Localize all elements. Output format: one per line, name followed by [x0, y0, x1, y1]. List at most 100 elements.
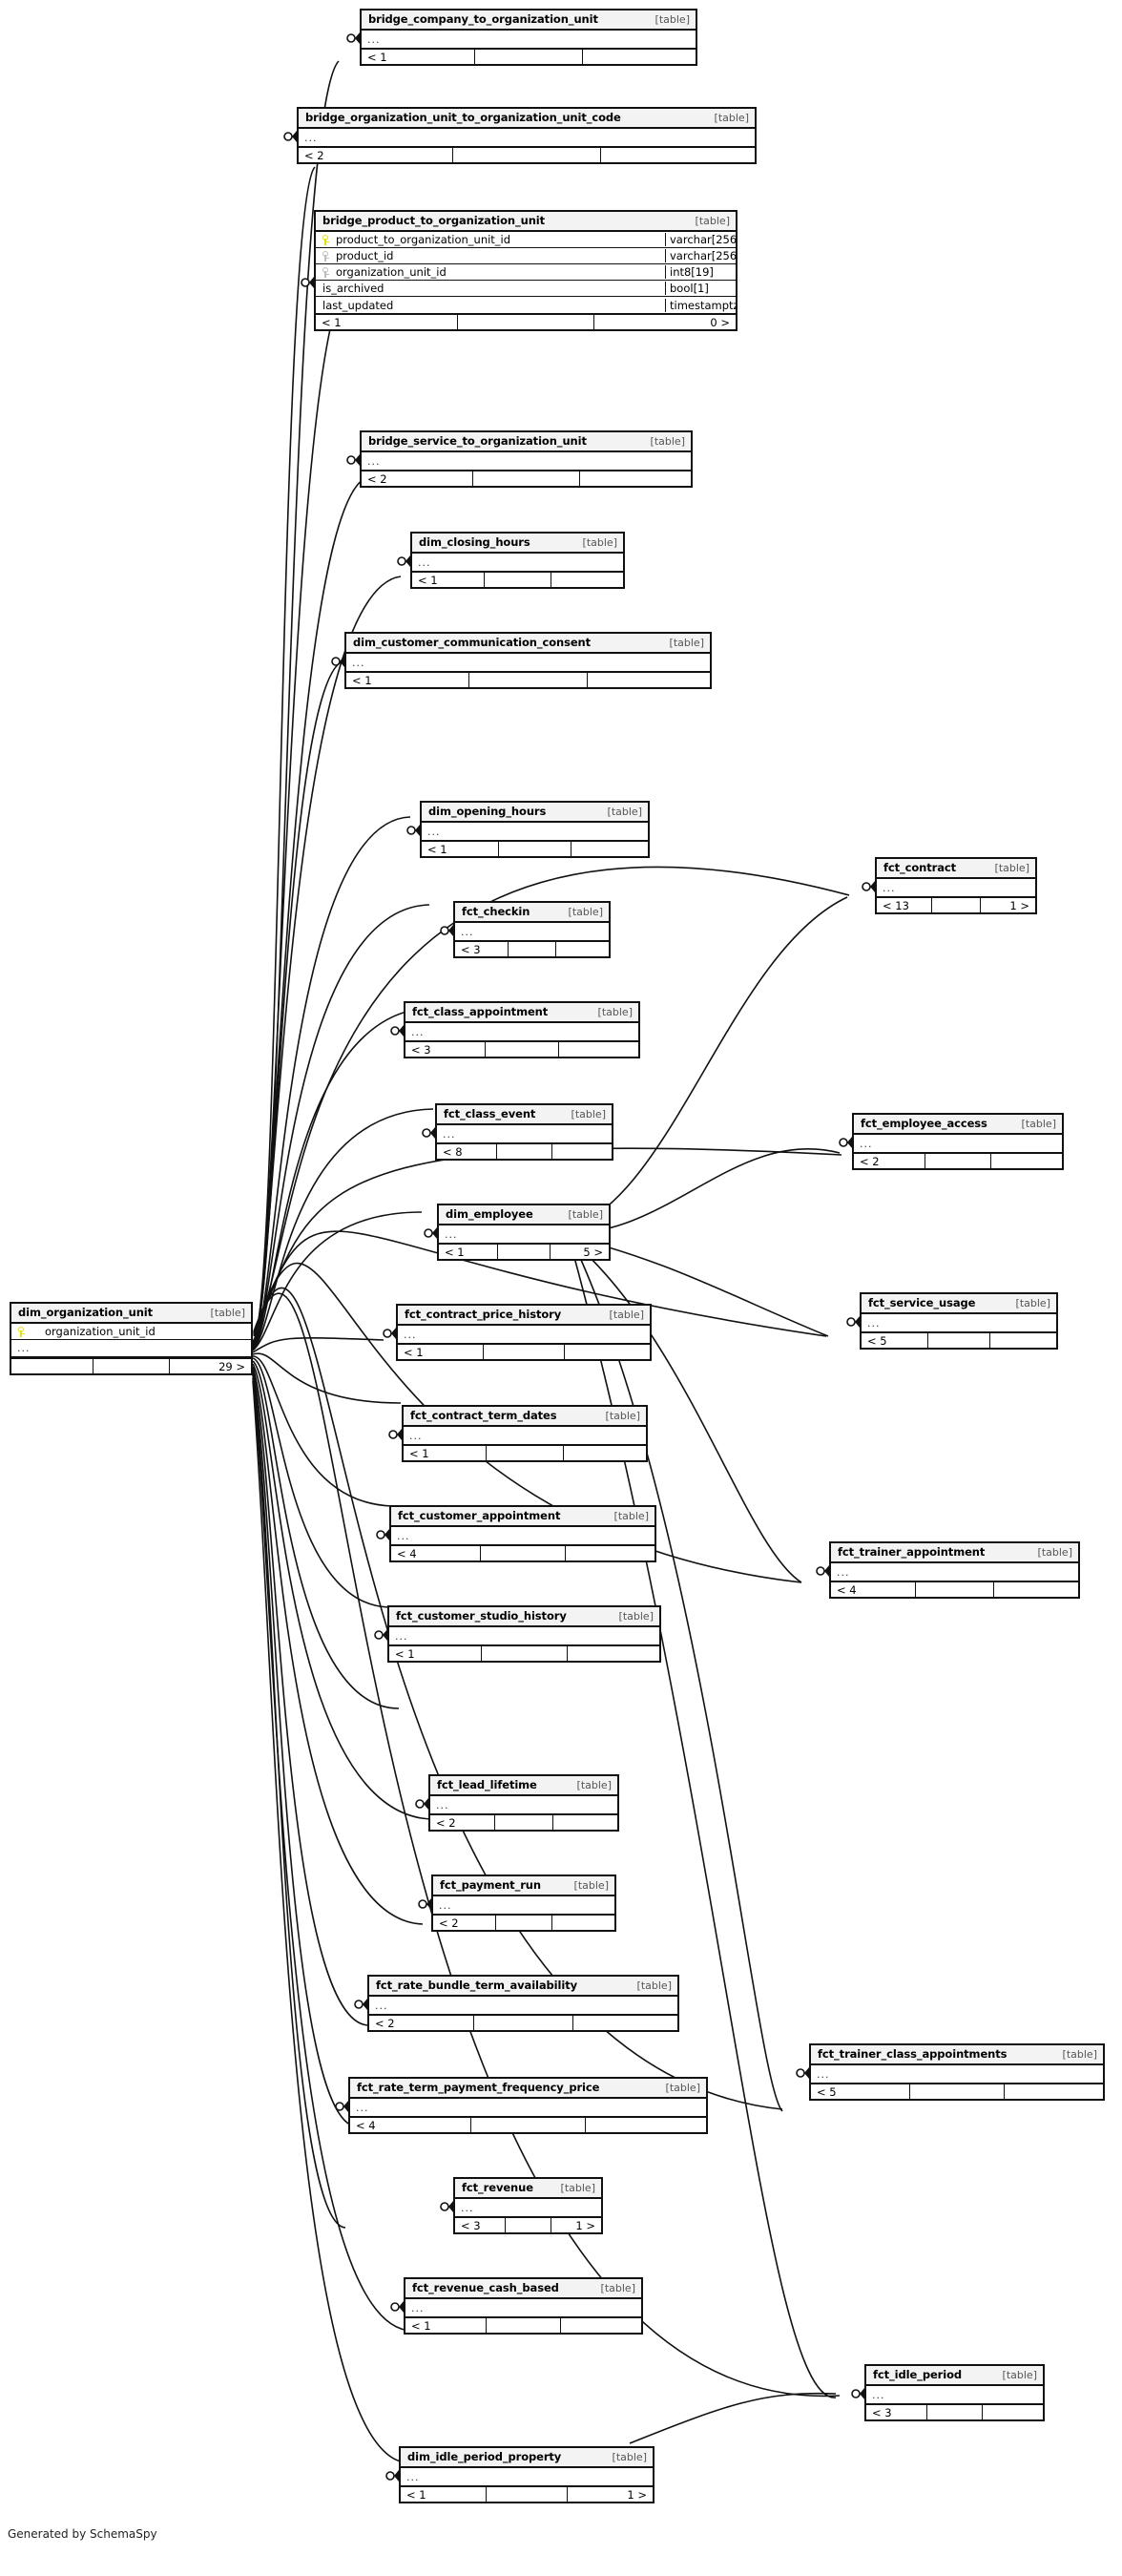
- more-columns-indicator: ...: [867, 1316, 881, 1330]
- incoming-relations-count: < 4: [391, 1546, 482, 1560]
- more-columns-indicator: ...: [356, 2101, 369, 2114]
- table-footer: < 3: [866, 2403, 1043, 2419]
- table-node-dim_organization_unit[interactable]: dim_organization_unit[table]organization…: [10, 1302, 253, 1375]
- table-node-fct_trainer_appointment[interactable]: fct_trainer_appointment[table]...< 4: [829, 1541, 1080, 1599]
- table-node-fct_trainer_class_appointments[interactable]: fct_trainer_class_appointments[table]...…: [809, 2043, 1105, 2101]
- table-node-dim_opening_hours[interactable]: dim_opening_hours[table]...< 1: [420, 801, 650, 858]
- incoming-relations-count: < 4: [350, 2118, 471, 2132]
- table-body: ...: [811, 2065, 1103, 2083]
- table-node-bridge_organization_unit_to_organization_unit_code[interactable]: bridge_organization_unit_to_organization…: [297, 107, 757, 164]
- outgoing-relations-count: 5 >: [583, 1245, 604, 1259]
- relationship-endpoint: [331, 656, 344, 667]
- table-node-fct_customer_studio_history[interactable]: fct_customer_studio_history[table]...< 1: [387, 1605, 661, 1663]
- table-node-dim_closing_hours[interactable]: dim_closing_hours[table]...< 1: [410, 532, 625, 589]
- table-footer: < 4: [391, 1544, 654, 1560]
- table-node-fct_contract_term_dates[interactable]: fct_contract_term_dates[table]...< 1: [402, 1405, 648, 1462]
- table-name: fct_trainer_appointment: [838, 1545, 986, 1559]
- table-type-tag: [table]: [605, 1409, 640, 1422]
- table-node-fct_idle_period[interactable]: fct_idle_period[table]...< 3: [864, 2364, 1045, 2421]
- more-columns-indicator: ...: [860, 1137, 873, 1150]
- table-node-fct_employee_access[interactable]: fct_employee_access[table]...< 2: [852, 1113, 1064, 1170]
- table-type-tag: [table]: [613, 1509, 649, 1522]
- table-node-dim_customer_communication_consent[interactable]: dim_customer_communication_consent [table…: [344, 632, 712, 689]
- relationship-endpoint: [440, 925, 453, 936]
- incoming-relations-count: < 1: [412, 573, 485, 587]
- table-header: bridge_company_to_organization_unit[tabl…: [362, 10, 696, 31]
- footer-spacer: [474, 2016, 573, 2030]
- more-columns-indicator: ...: [436, 1798, 449, 1812]
- table-node-fct_customer_appointment[interactable]: fct_customer_appointment[table]...< 4: [389, 1505, 656, 1562]
- table-name: dim_customer_communication_consent: [353, 636, 592, 649]
- table-column-row[interactable]: organization_unit_id: [11, 1324, 251, 1340]
- relationship-endpoint: [862, 881, 875, 892]
- more-columns-indicator: ...: [395, 1629, 408, 1643]
- outgoing-relations-count: [1005, 2084, 1103, 2099]
- more-columns-indicator: ...: [352, 656, 365, 669]
- outgoing-relations-count: [990, 1333, 1056, 1348]
- table-node-fct_class_appointment[interactable]: fct_class_appointment[table]...< 3: [404, 1001, 640, 1058]
- table-footer: 29 >: [11, 1357, 251, 1373]
- table-footer: < 1: [346, 671, 710, 687]
- table-type-tag: [table]: [560, 2181, 595, 2194]
- table-node-fct_lead_lifetime[interactable]: fct_lead_lifetime[table]...< 2: [428, 1774, 619, 1832]
- table-node-fct_contract_price_history[interactable]: fct_contract_price_history[table]...< 1: [396, 1304, 652, 1361]
- relationship-endpoint: [335, 2101, 348, 2112]
- table-name: bridge_product_to_organization_unit: [322, 214, 546, 227]
- table-node-bridge_company_to_organization_unit[interactable]: bridge_company_to_organization_unit[tabl…: [360, 9, 697, 66]
- table-header: fct_lead_lifetime[table]: [430, 1776, 617, 1796]
- footer-spacer: [927, 2405, 983, 2419]
- table-name: fct_idle_period: [873, 2368, 963, 2381]
- relationship-endpoint: [406, 825, 420, 836]
- more-columns-indicator: ...: [11, 1340, 251, 1357]
- outgoing-relations-count: [553, 1815, 617, 1830]
- column-type: varchar[256]: [665, 233, 736, 246]
- table-node-fct_revenue_cash_based[interactable]: fct_revenue_cash_based[table]...< 1: [404, 2277, 643, 2335]
- table-name: dim_employee: [446, 1207, 533, 1221]
- table-footer: < 5: [862, 1331, 1056, 1348]
- relationship-endpoint: [354, 1999, 367, 2010]
- outgoing-relations-count: [583, 50, 696, 64]
- table-type-tag: [table]: [669, 636, 704, 649]
- table-type-tag: [table]: [1037, 1545, 1072, 1559]
- table-header: dim_opening_hours[table]: [422, 803, 648, 823]
- table-header: fct_revenue[table]: [455, 2179, 601, 2199]
- table-node-fct_rate_term_payment_frequency_price[interactable]: fct_rate_term_payment_frequency_price[ta…: [348, 2077, 708, 2134]
- outgoing-relations-count: 1 >: [1009, 898, 1030, 912]
- table-node-fct_class_event[interactable]: fct_class_event[table]...< 8: [435, 1103, 613, 1161]
- table-node-bridge_product_to_organization_unit[interactable]: bridge_product_to_organization_unit[tabl…: [314, 210, 738, 331]
- table-type-tag: [table]: [618, 1609, 654, 1623]
- table-body: ...: [877, 879, 1035, 896]
- footer-spacer: [495, 1815, 554, 1830]
- table-node-fct_rate_bundle_term_availability[interactable]: fct_rate_bundle_term_availability[table]…: [367, 1975, 679, 2032]
- incoming-relations-count: < 2: [433, 1916, 496, 1930]
- more-columns-indicator: ...: [817, 2067, 830, 2081]
- table-header: fct_rate_bundle_term_availability[table]: [369, 1977, 677, 1997]
- table-node-fct_payment_run[interactable]: fct_payment_run[table]...< 2: [431, 1874, 616, 1932]
- incoming-relations-count: < 1: [362, 50, 475, 64]
- more-columns-indicator: ...: [375, 1999, 388, 2012]
- outgoing-relations-count: [556, 942, 609, 956]
- table-node-fct_service_usage[interactable]: fct_service_usage[table]...< 5: [860, 1292, 1058, 1350]
- table-column-row[interactable]: last_updatedtimestamptz[35]: [316, 297, 736, 313]
- incoming-relations-count: < 1: [405, 2318, 487, 2333]
- table-type-tag: [table]: [571, 1107, 606, 1120]
- table-header: fct_idle_period[table]: [866, 2366, 1043, 2386]
- table-body: ...: [362, 452, 691, 470]
- table-node-fct_checkin[interactable]: fct_checkin[table]...< 3: [453, 901, 611, 958]
- relationship-endpoint: [816, 1565, 829, 1577]
- table-body: ...: [362, 31, 696, 48]
- table-node-bridge_service_to_organization_unit[interactable]: bridge_service_to_organization_unit[tabl…: [360, 430, 693, 488]
- incoming-relations-count: < 3: [405, 1042, 486, 1057]
- table-type-tag: [table]: [654, 12, 690, 26]
- table-name: fct_rate_term_payment_frequency_price: [357, 2081, 600, 2094]
